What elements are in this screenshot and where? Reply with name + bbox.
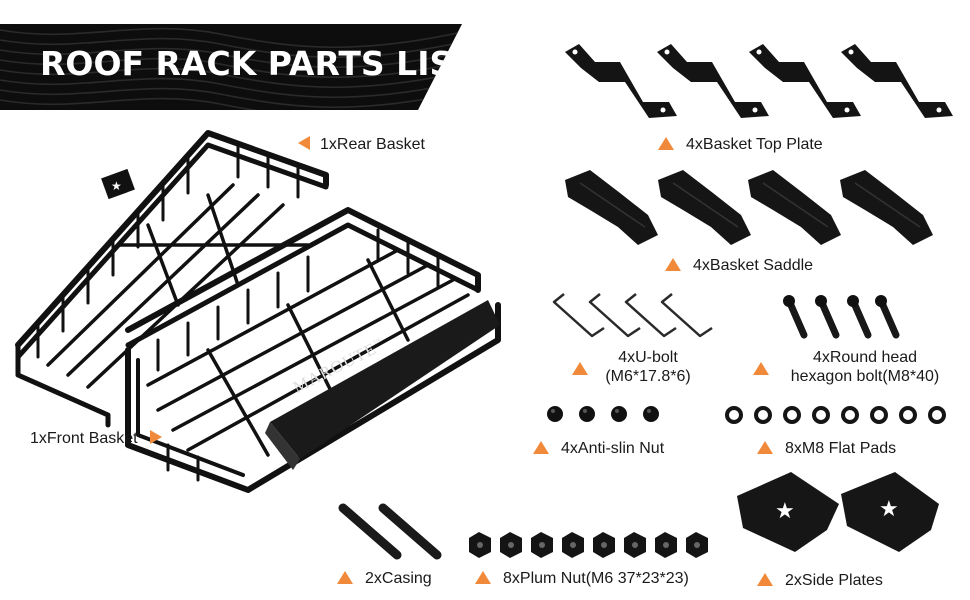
left-arrow-icon bbox=[298, 136, 310, 150]
banner-background bbox=[0, 24, 462, 110]
front-basket-text: 1xFront Basket bbox=[30, 430, 138, 447]
top-plate-label: 4xBasket Top Plate bbox=[658, 136, 823, 154]
anti-slin-nut-label: 4xAnti-slin Nut bbox=[533, 440, 664, 458]
round-bolt-spec: hexagon bolt(M8*40) bbox=[790, 368, 940, 385]
up-arrow-icon bbox=[757, 573, 773, 586]
u-bolts-image bbox=[552, 293, 713, 338]
plum-nut-label: 8xPlum Nut(M6 37*23*23) bbox=[475, 570, 689, 588]
plum-nut-text: 8xPlum Nut(M6 37*23*23) bbox=[503, 570, 689, 587]
svg-text:★: ★ bbox=[111, 179, 122, 193]
up-arrow-icon bbox=[665, 258, 681, 271]
flat-pads-label: 8xM8 Flat Pads bbox=[757, 440, 896, 458]
rear-basket-text: 1xRear Basket bbox=[320, 136, 425, 153]
top-plate-text: 4xBasket Top Plate bbox=[686, 136, 823, 153]
rear-basket-label: 1xRear Basket bbox=[298, 136, 425, 154]
u-bolt-text: 4xU-bolt bbox=[618, 349, 678, 366]
round-head-bolts-image bbox=[783, 295, 900, 339]
saddles-image bbox=[565, 170, 933, 245]
anti-slin-nuts-image bbox=[547, 406, 659, 422]
u-bolt-label: 4xU-bolt (M6*17.8*6) bbox=[568, 348, 728, 386]
up-arrow-icon bbox=[658, 137, 674, 150]
plum-nuts-image bbox=[469, 532, 708, 558]
casing-text: 2xCasing bbox=[365, 570, 432, 587]
up-arrow-icon bbox=[337, 571, 353, 584]
right-arrow-icon bbox=[149, 430, 162, 444]
u-bolt-spec: (M6*17.8*6) bbox=[605, 368, 691, 385]
svg-text:★: ★ bbox=[775, 499, 795, 524]
side-plates-text: 2xSide Plates bbox=[785, 572, 883, 589]
page-title: ROOF RACK PARTS LIST bbox=[40, 44, 476, 83]
casings-image bbox=[338, 503, 442, 560]
anti-slin-nut-text: 4xAnti-slin Nut bbox=[561, 440, 665, 457]
up-arrow-icon bbox=[757, 441, 773, 454]
saddle-label: 4xBasket Saddle bbox=[665, 257, 813, 275]
front-basket-label: 1xFront Basket bbox=[30, 430, 162, 448]
roof-basket-image: ★ bbox=[15, 130, 501, 493]
title-banner bbox=[0, 24, 462, 110]
up-arrow-icon bbox=[533, 441, 549, 454]
side-plates-image: ★ ★ bbox=[737, 472, 939, 552]
round-bolt-text: 4xRound head bbox=[812, 349, 918, 366]
side-plates-label: 2xSide Plates bbox=[757, 572, 883, 590]
flat-pads-image bbox=[725, 406, 946, 424]
round-bolt-label: 4xRound head hexagon bolt(M8*40) bbox=[770, 348, 960, 386]
casing-label: 2xCasing bbox=[337, 570, 432, 588]
saddle-text: 4xBasket Saddle bbox=[693, 257, 814, 274]
up-arrow-icon bbox=[572, 362, 588, 375]
top-plates-image bbox=[565, 44, 953, 118]
svg-text:★: ★ bbox=[879, 497, 899, 522]
up-arrow-icon bbox=[753, 362, 769, 375]
flat-pads-text: 8xM8 Flat Pads bbox=[785, 440, 897, 457]
up-arrow-icon bbox=[475, 571, 491, 584]
